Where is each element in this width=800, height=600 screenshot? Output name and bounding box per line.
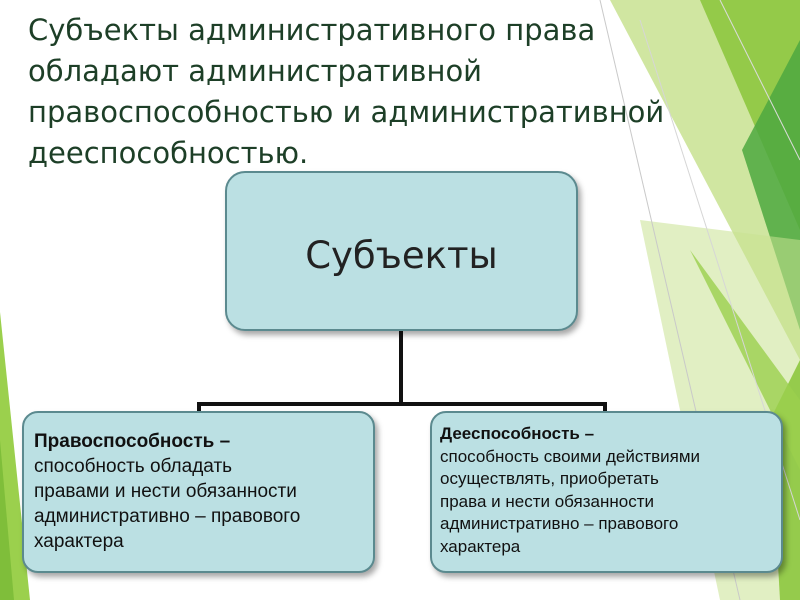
node-description-line: осуществлять, приобретать xyxy=(440,469,659,488)
slide-title-line: дееспособностью. xyxy=(28,136,309,170)
node-term: Дееспособность – xyxy=(440,424,595,443)
slide-title-line: обладают административной xyxy=(28,54,483,88)
slide-title-line: Субъекты административного права xyxy=(28,13,596,47)
slide-title: Субъекты административного права обладаю… xyxy=(28,10,708,174)
node-label: Субъекты xyxy=(305,233,498,277)
node-description-line: характера xyxy=(34,531,124,552)
node-description-line: права и нести обязанности xyxy=(440,491,654,511)
decor-line-3 xyxy=(719,0,800,161)
node-term: Правоспособность – xyxy=(34,431,231,452)
node-description-line: способность своими действиями xyxy=(440,446,701,466)
diagram-node-legal-capacity: Правоспособность – способность обладать … xyxy=(22,411,375,573)
diagram-node-active-capacity: Дееспособность – способность своими дейс… xyxy=(430,411,783,573)
slide-title-line: правоспособностью и административной xyxy=(28,95,665,129)
node-description-line: способность обладать xyxy=(34,456,233,477)
node-description-line: административно – правового xyxy=(34,506,301,527)
left-green-corner-shade xyxy=(0,440,14,600)
diagram-node-subjects: Субъекты xyxy=(225,171,578,331)
node-description-line: правами и нести обязанности xyxy=(34,481,297,502)
node-description-line: характера xyxy=(440,536,521,556)
node-description-line: административно – правового xyxy=(440,514,679,533)
